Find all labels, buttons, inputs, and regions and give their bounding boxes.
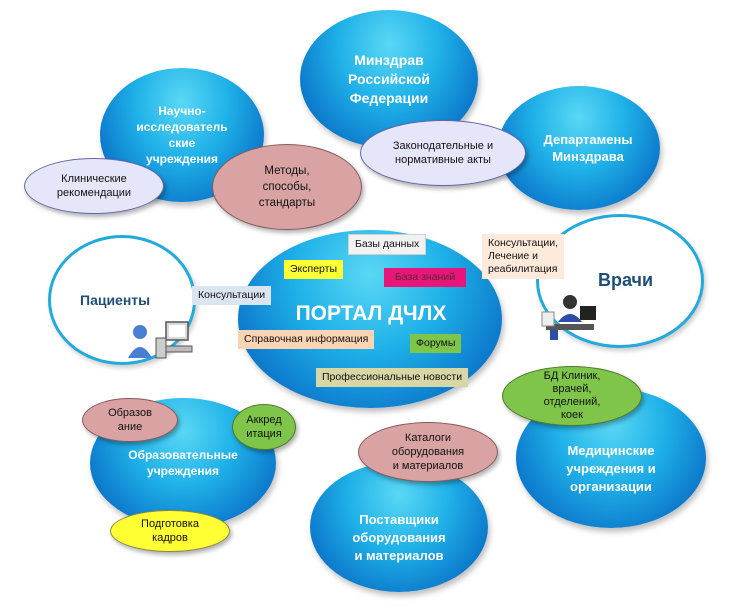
training-oval: Подготовка кадров (110, 510, 230, 552)
catalogs-text: Каталоги оборудования и материалов (391, 432, 465, 472)
reference-label: Справочная информация (238, 330, 375, 349)
education-oval-text: Образов ание (108, 407, 152, 433)
departments-text: Департамены Минздрава (543, 132, 633, 164)
consultations-label: Консультации (192, 286, 272, 305)
methods-oval: Методы, способы, стандарты (212, 144, 362, 230)
patients-node (48, 235, 196, 365)
research-text: Научно- исследователь ские учреждения (136, 104, 228, 166)
methods-text: Методы, способы, стандарты (258, 165, 316, 209)
minzdrav-text: Минздрав Российской Федерации (348, 51, 430, 106)
education-oval: Образов ание (82, 398, 178, 442)
knowledge-base-label: База знаний (384, 268, 466, 287)
accreditation-text: Аккред итация (246, 414, 282, 440)
departments-node: Департамены Минздрава (498, 86, 660, 210)
legislative-text: Законодательные и нормативные акты (392, 140, 494, 166)
doctor-services-label: Консультации, Лечение и реабилитация (482, 234, 564, 279)
catalogs-oval: Каталоги оборудования и материалов (358, 422, 498, 482)
patients-title: Пациенты (80, 292, 151, 308)
db-clinics-oval: БД Клиник, врачей, отделений, коек (502, 366, 642, 426)
portal-title: ПОРТАЛ ДЧЛХ (295, 302, 447, 325)
db-clinics-text: БД Клиник, врачей, отделений, коек (543, 370, 601, 421)
suppliers-node: Поставщики оборудования и материалов (310, 462, 488, 592)
forums-label: Форумы (410, 334, 462, 353)
experts-label: Эксперты (284, 260, 343, 279)
suppliers-text: Поставщики оборудования и материалов (352, 512, 446, 563)
databases-label: Базы данных (348, 234, 427, 255)
news-label: Профессиональные новости (316, 368, 469, 387)
medical-text: Медицинские учреждения и организации (566, 443, 656, 494)
clinical-text: Клинические рекомендации (56, 173, 132, 199)
education-text: Образовательные учреждения (128, 448, 238, 478)
accreditation-oval: Аккред итация (232, 404, 296, 450)
doctors-title: Врачи (598, 270, 654, 290)
legislative-oval: Законодательные и нормативные акты (360, 120, 526, 186)
clinical-oval: Клинические рекомендации (24, 158, 164, 214)
doctor-computer-icon (541, 295, 596, 340)
patient-computer-icon (128, 321, 193, 359)
training-text: Подготовка кадров (141, 518, 199, 544)
